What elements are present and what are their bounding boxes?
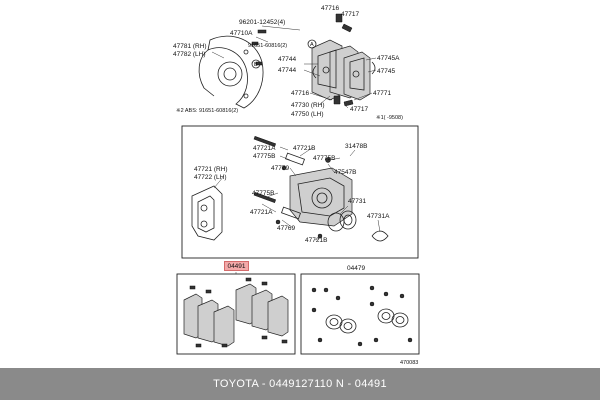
label-47731a: 47731A xyxy=(367,213,390,220)
upper-clips xyxy=(312,13,376,107)
label-47710a: 47710A xyxy=(230,30,253,37)
seal-kit-frame xyxy=(300,273,420,355)
caliper-body xyxy=(289,167,353,227)
label-47775b-2: 47775B xyxy=(313,155,335,162)
label-47731: 47731 xyxy=(348,198,366,205)
label-47547b: 47547B xyxy=(334,169,356,176)
label-31478b: 31478B xyxy=(345,143,367,150)
seal-kit-small-parts xyxy=(311,285,413,347)
svg-text:A: A xyxy=(310,42,314,48)
label-47721b-2: 47721B xyxy=(305,237,327,244)
pad-kit-pads xyxy=(183,283,289,347)
label-47722: 47722 (LH) xyxy=(194,174,227,181)
label-9508-note: ※1( -9508) xyxy=(376,114,403,121)
svg-text:B: B xyxy=(254,62,258,68)
diagram-code: 470083 xyxy=(400,360,418,366)
marker-b: B xyxy=(251,59,261,69)
label-47744-b: 47744 xyxy=(278,67,296,74)
label-47769: 47769 xyxy=(277,225,295,232)
label-47721: 47721 (RH) xyxy=(194,166,228,173)
shield-bolts xyxy=(251,29,267,66)
seal-kit-rings xyxy=(325,308,409,334)
marker-a: A xyxy=(307,39,317,49)
label-91651: 91651-60816(2) xyxy=(248,43,287,49)
label-47717-mid: 47717 xyxy=(350,106,368,113)
caliper-mounting-bracket xyxy=(191,185,223,241)
caption-text: TOYOTA - 0449127110 N - 04491 xyxy=(213,378,387,390)
label-47717-top: 47717 xyxy=(341,11,359,18)
label-abs-note: ※2 ABS: 91651-60816(2) xyxy=(176,107,238,114)
label-47775b-1: 47775B xyxy=(253,153,275,160)
label-47771: 47771 xyxy=(373,90,391,97)
label-47782: 47782 (LH) xyxy=(173,51,206,58)
label-47721a-2: 47721A xyxy=(250,209,273,216)
label-47721b: 47721B xyxy=(293,145,315,152)
label-04479: 04479 xyxy=(347,265,365,272)
label-47745: 47745 xyxy=(377,68,395,75)
middle-leader-lines xyxy=(213,146,381,241)
dust-shield xyxy=(198,35,264,109)
label-47750: 47750 (LH) xyxy=(291,111,324,118)
label-47775b-3: 47775B xyxy=(252,190,274,197)
caliper-assembly-frame xyxy=(181,125,419,259)
upper-leader-lines xyxy=(211,25,377,109)
piston-seals xyxy=(327,210,389,242)
label-47721a: 47721A xyxy=(253,145,276,152)
label-47730: 47730 (RH) xyxy=(291,102,325,109)
label-47716-top: 47716 xyxy=(321,5,339,12)
label-47745a: 47745A xyxy=(377,55,400,62)
highlighted-part-number[interactable]: 04491 xyxy=(224,261,249,271)
caption-bar xyxy=(0,368,600,400)
label-96201: 96201-12452(4) xyxy=(239,19,285,26)
label-47744-a: 47744 xyxy=(278,56,296,63)
label-47716-mid: 47716 xyxy=(291,90,309,97)
pad-kit-clips xyxy=(189,277,288,348)
label-47779: 47779 xyxy=(271,165,289,172)
label-47781: 47781 (RH) xyxy=(173,43,207,50)
upper-caliper-pads xyxy=(311,39,371,101)
